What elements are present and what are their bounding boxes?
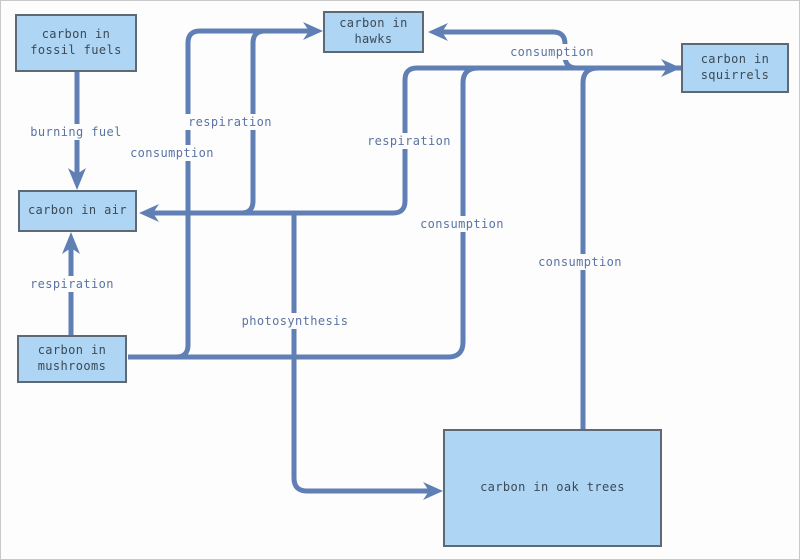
node-label: carbon in oak trees — [480, 480, 625, 495]
node-carbon-in-oak-trees: carbon in oak trees — [443, 429, 662, 547]
edge-label-consumption-mushrooms-hawks: consumption — [127, 145, 217, 161]
node-carbon-in-air: carbon in air — [18, 190, 137, 232]
edge-label-consumption-oak-squirrels: consumption — [535, 254, 625, 270]
arrowhead-into-air-top — [68, 168, 86, 190]
arrowhead-into-air-bottom — [62, 232, 80, 254]
node-label: carbon in fossil fuels — [30, 27, 122, 57]
node-label: carbon in squirrels — [700, 52, 770, 82]
node-carbon-in-hawks: carbon in hawks — [323, 11, 424, 53]
node-carbon-in-mushrooms: carbon in mushrooms — [17, 335, 127, 383]
edge-label-respiration-squirrels: respiration — [364, 133, 454, 149]
edge-line-mushrooms-to-squirrels — [128, 65, 667, 360]
edge-label-respiration-mushrooms: respiration — [27, 276, 117, 292]
arrowhead-into-hawks-left — [303, 22, 323, 40]
arrowhead-into-oak-left — [423, 482, 443, 500]
edge-label-consumption-mushrooms-squirrels: consumption — [417, 216, 507, 232]
edge-label-burning-fuel: burning fuel — [27, 124, 125, 140]
arrowhead-into-air-right — [139, 204, 159, 222]
node-carbon-in-fossil-fuels: carbon in fossil fuels — [15, 14, 137, 72]
edge-line-mushrooms-to-hawks — [128, 28, 309, 360]
node-label: carbon in air — [27, 203, 128, 218]
arrowhead-into-hawks-right — [428, 23, 448, 41]
edge-line-oak-to-squirrels — [580, 65, 667, 429]
node-carbon-in-squirrels: carbon in squirrels — [681, 43, 789, 93]
node-label: carbon in mushrooms — [37, 343, 107, 373]
node-label: carbon in hawks — [339, 16, 408, 46]
edge-label-respiration-hawks: respiration — [185, 114, 275, 130]
edge-label-consumption-squirrels-hawks: consumption — [507, 44, 597, 60]
edge-line-air-to-oak — [291, 213, 429, 494]
edge-label-photosynthesis: photosynthesis — [238, 313, 352, 329]
